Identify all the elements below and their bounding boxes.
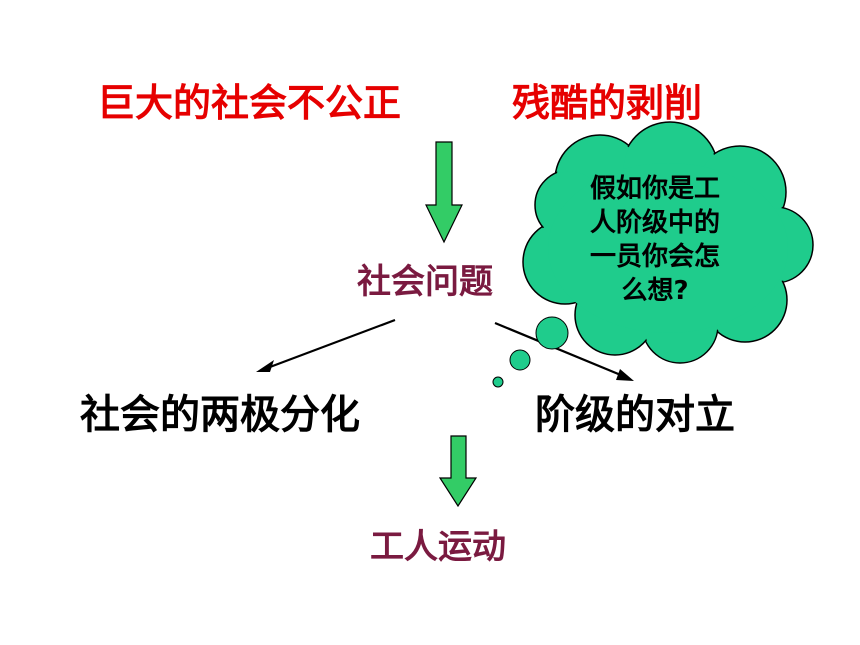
cloud-line: 一员你会怎 <box>589 242 720 272</box>
top-left-text: 巨大的社会不公正 <box>97 81 402 125</box>
cloud-line: 么想? <box>621 276 689 306</box>
cloud-line: 人阶级中的 <box>589 208 720 238</box>
workers-movement-text: 工人运动 <box>370 527 506 567</box>
down-arrow-top <box>425 141 463 244</box>
branch-arrow-left <box>261 318 396 372</box>
cloud-line: 假如你是工 <box>589 174 720 204</box>
thought-bubble-large <box>535 316 569 350</box>
thought-bubble-small <box>492 376 504 388</box>
social-problem-text: 社会问题 <box>357 262 493 302</box>
thought-bubble-medium <box>509 349 531 371</box>
down-arrow-bottom <box>438 435 478 508</box>
top-right-text: 残酷的剥削 <box>512 81 703 125</box>
branch-arrowhead-right <box>616 369 634 381</box>
branch-arrow-right <box>494 321 629 380</box>
branch-right-text: 阶级的对立 <box>535 392 735 438</box>
branch-left-text: 社会的两极分化 <box>80 392 360 438</box>
thought-cloud-text: 假如你是工 人阶级中的 一员你会怎 么想? <box>560 172 750 308</box>
branch-arrowhead-left <box>256 360 274 372</box>
